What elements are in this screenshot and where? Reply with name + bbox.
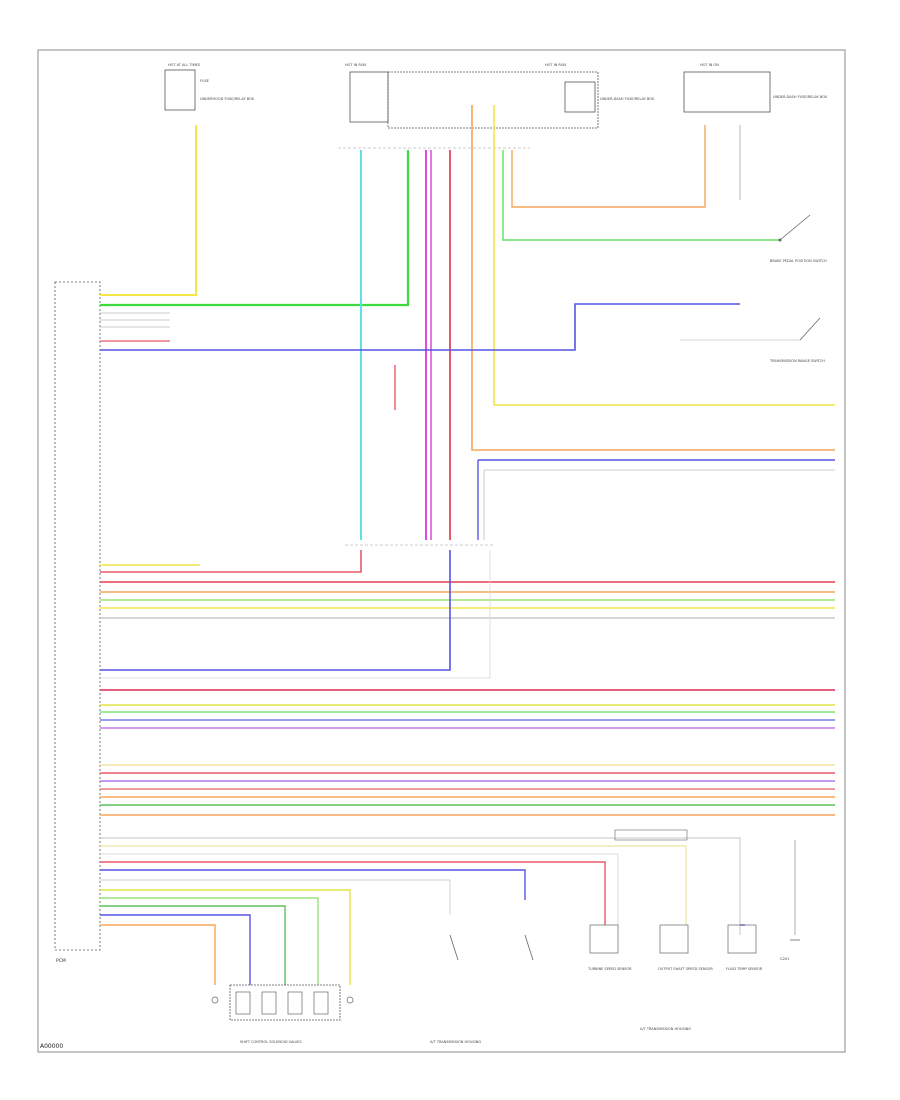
footer-code: A00000	[40, 1043, 63, 1050]
pcm-label: PCM	[56, 958, 66, 964]
wire-h4-blue-2	[100, 914, 251, 985]
wire-h4-orange	[100, 924, 216, 985]
solenoid-module-label: SHIFT CONTROL SOLENOID VALVES	[240, 1040, 302, 1044]
sensor-group: TURBINE SPEED SENSOR OUTPUT SHAFT SPEED …	[587, 829, 763, 1031]
wire-h1-red	[100, 550, 362, 573]
fuse-box-mid-left-title: HOT IN RUN	[345, 63, 366, 67]
wire-h4-green	[100, 905, 286, 985]
wire-yellow-left	[100, 125, 197, 296]
fuse-box-mid-right: HOT IN RUN UNDER-DASH FUSE/RELAY BOX	[387, 63, 655, 129]
wire-yellow-right	[493, 105, 835, 406]
sensors-bottom-label: A/T TRANSMISSION HOUSING	[640, 1027, 691, 1031]
wire-orange-vert	[471, 105, 835, 451]
solenoid-ground-right	[346, 996, 354, 1004]
wire-h4-lightgreen	[100, 897, 319, 985]
wire-h2-blue-up	[100, 550, 451, 671]
sensor-label-2: OUTPUT SHAFT SPEED SENSOR	[658, 967, 713, 971]
wire-h2-gray-up	[100, 550, 491, 679]
range-switch: TRANSMISSION RANGE SWITCH	[680, 317, 825, 363]
wire-h4-red	[100, 861, 606, 925]
sensor-label-1: TURBINE SPEED SENSOR	[587, 967, 632, 971]
fuse-box-mid-left: HOT IN RUN	[345, 63, 389, 123]
pcm-module: PCM	[54, 281, 101, 964]
fuse-box-right-title: HOT IN ON	[700, 63, 719, 67]
diagram-border	[37, 49, 846, 1053]
fuse-box-left-label: UNDERHOOD FUSE/RELAY BOX	[200, 97, 255, 101]
fuse-box-left-fuse: FUSE	[200, 79, 209, 83]
wire-h4-yellow	[100, 889, 351, 985]
sensor-label-3: FLUID TEMP SENSOR	[726, 967, 763, 971]
solenoid-module: SHIFT CONTROL SOLENOID VALVES	[229, 984, 341, 1044]
brake-switch-label: BRAKE PEDAL POSITION SWITCH	[770, 259, 827, 263]
fuse-box-left-title: HOT AT ALL TIMES	[168, 63, 201, 67]
pressure-switches: A/T TRANSMISSION HOUSING	[430, 934, 534, 1044]
wire-green-right	[502, 150, 780, 241]
wire-h4-paleyellow	[100, 845, 687, 925]
fuse-box-left: HOT AT ALL TIMES FUSE UNDERHOOD FUSE/REL…	[164, 63, 255, 111]
fuse-box-mid-right-label: UNDER-DASH FUSE/RELAY BOX	[600, 97, 655, 101]
wire-h4-gray-2	[100, 879, 451, 915]
solenoid-ground-left	[211, 996, 219, 1004]
brake-switch: BRAKE PEDAL POSITION SWITCH	[770, 214, 827, 263]
fuse-box-mid-right-title: HOT IN RUN	[545, 63, 566, 67]
wire-h4-blue	[100, 869, 526, 900]
fuse-box-right-label: UNDER-DASH FUSE/RELAY BOX	[773, 95, 828, 99]
wire-blue-top	[100, 303, 740, 351]
pressure-switches-label: A/T TRANSMISSION HOUSING	[430, 1040, 481, 1044]
wire-orange-top	[511, 125, 706, 208]
ground-right-label: G201	[780, 957, 789, 961]
wire-h4-gray	[100, 837, 741, 935]
range-switch-label: TRANSMISSION RANGE SWITCH	[769, 359, 825, 363]
ground-right: G201	[780, 939, 800, 961]
wire-green-mid	[100, 150, 410, 307]
fuse-box-right: HOT IN ON UNDER-DASH FUSE/RELAY BOX	[683, 63, 828, 113]
wire-h4-lightgray	[100, 853, 619, 925]
